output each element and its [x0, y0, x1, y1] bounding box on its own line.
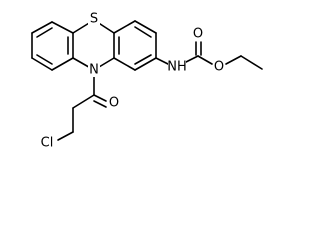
structure-canvas: S N NH O O O Cl — [31, 12, 263, 151]
right-benzene-ring — [113, 20, 157, 71]
carbamate-ester-oxygen-label: O — [214, 60, 224, 75]
bond-double-inner — [93, 100, 107, 108]
bond-inner — [36, 27, 53, 38]
bond — [51, 57, 74, 71]
bond — [31, 57, 53, 71]
bond — [134, 20, 157, 34]
chloropropanoyl-group — [57, 75, 107, 141]
bond — [31, 21, 53, 34]
bond-inner — [134, 26, 152, 38]
chlorine-atom-label: Cl — [41, 136, 54, 151]
bond — [197, 55, 213, 65]
bond — [134, 57, 157, 71]
bond — [225, 55, 242, 65]
sulfur-atom-label: S — [90, 12, 98, 27]
left-benzene-ring — [31, 21, 74, 71]
carbamate-carbonyl-oxygen-label: O — [193, 27, 203, 42]
bond — [57, 131, 74, 141]
bond — [72, 94, 95, 109]
bond-inner — [134, 54, 152, 65]
bond-double-outer — [93, 94, 107, 102]
bond — [113, 20, 136, 34]
molecule-diagram: S N NH O O O Cl — [31, 12, 263, 151]
bond — [240, 55, 263, 70]
bond-inner — [36, 54, 53, 65]
bond — [155, 57, 171, 66]
bond — [113, 57, 136, 71]
atom-labels: S N NH O O O Cl — [38, 12, 225, 151]
ring-nitrogen-atom-label: N — [89, 63, 99, 78]
bond — [183, 55, 199, 64]
bond — [51, 21, 74, 34]
nh-atom-label: NH — [167, 60, 187, 75]
ethyl-carbamate-group — [155, 41, 263, 70]
acyl-oxygen-label: O — [109, 96, 119, 111]
